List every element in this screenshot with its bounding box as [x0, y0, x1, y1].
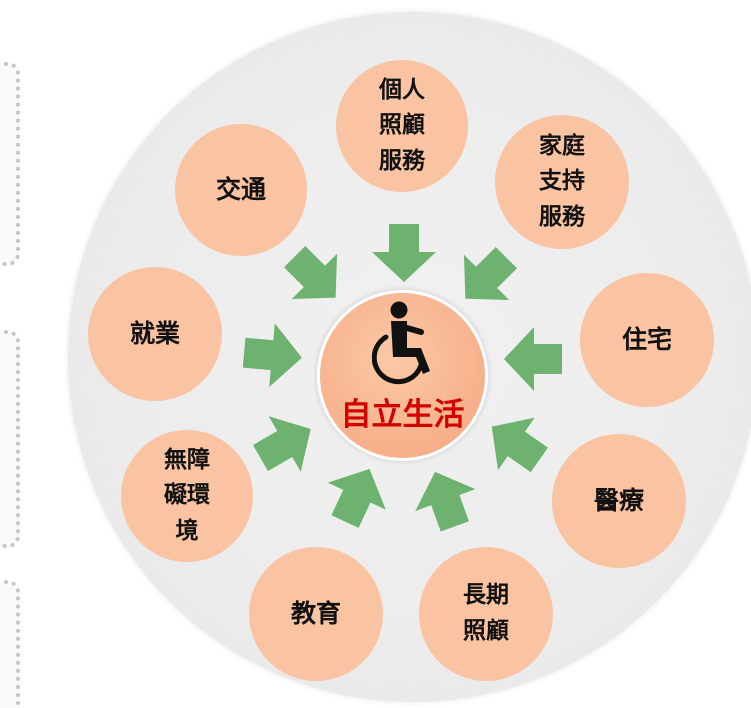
left-edge-frame-bottom	[0, 580, 20, 708]
arrow-from-family-support	[442, 234, 530, 322]
bubble-long-term-care: 長期 照顧	[419, 547, 553, 681]
arrow-from-long-term-care	[404, 460, 485, 538]
arrow-from-medical	[473, 400, 558, 487]
bubble-housing: 住宅	[580, 273, 714, 407]
bubble-personal-care: 個人 照顧 服務	[336, 60, 468, 192]
arrow-from-employment	[241, 320, 305, 390]
arrow-from-personal-care	[372, 224, 436, 282]
bubble-employment: 就業	[88, 267, 222, 401]
left-edge-frame-top	[0, 62, 20, 266]
left-edge-frame-middle	[0, 330, 20, 548]
arrow-from-barrier-free	[244, 401, 327, 486]
bubble-barrier-free: 無障 礙環 境	[121, 430, 253, 562]
bubble-transport: 交通	[175, 124, 307, 256]
bubble-family-support: 家庭 支持 服務	[495, 115, 629, 249]
center-label: 自立生活	[340, 397, 465, 433]
wheelchair-icon	[372, 301, 430, 385]
arrow-from-housing	[504, 327, 562, 391]
bubble-education: 教育	[249, 547, 383, 681]
arrow-from-transport	[271, 233, 359, 321]
center-independent-living: 自立生活	[320, 293, 485, 458]
bubble-medical: 醫療	[552, 434, 686, 568]
arrow-from-education	[316, 455, 399, 536]
